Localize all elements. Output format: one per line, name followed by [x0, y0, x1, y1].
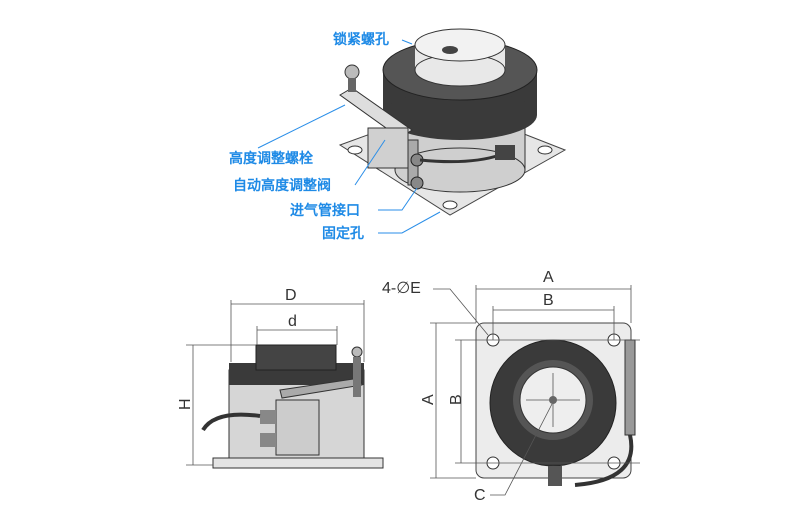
dim-H: H: [177, 398, 194, 410]
callouts: 锁紧螺孔 高度调整螺栓 自动高度调整阀 进气管接口 固定孔: [229, 31, 441, 242]
dim-C: C: [474, 487, 486, 504]
callout-height-adjust-bolt: 高度调整螺栓: [229, 150, 313, 167]
mount-hole: [347, 145, 363, 155]
adjust-bolt-knob: [344, 64, 360, 80]
valve-block: [367, 127, 409, 169]
side-view: D d H: [177, 287, 384, 469]
dim-A-side: A: [420, 394, 437, 405]
callout-auto-height-valve: 自动高度调整阀: [233, 177, 331, 194]
lever-arm: [279, 377, 363, 399]
mount-hole: [442, 200, 458, 210]
lock-screw-hole: [442, 46, 458, 54]
dim-B-top: B: [543, 292, 554, 309]
elbow-fitting: [495, 145, 515, 160]
callout-lock-screw-hole: 锁紧螺孔: [333, 31, 389, 48]
dim-A-top: A: [543, 269, 554, 286]
callout-air-inlet: 进气管接口: [290, 202, 360, 219]
dim-D: D: [285, 287, 297, 304]
valve-block: [275, 399, 320, 456]
top-view: 4-∅E A B A B C: [382, 269, 640, 504]
callout-fixing-hole: 固定孔: [322, 225, 364, 242]
dim-d: d: [288, 313, 297, 330]
dim-B-side: B: [448, 394, 465, 405]
dim-hole-spec: 4-∅E: [382, 280, 421, 297]
mount-hole: [537, 145, 553, 155]
isometric-view: [338, 28, 567, 216]
